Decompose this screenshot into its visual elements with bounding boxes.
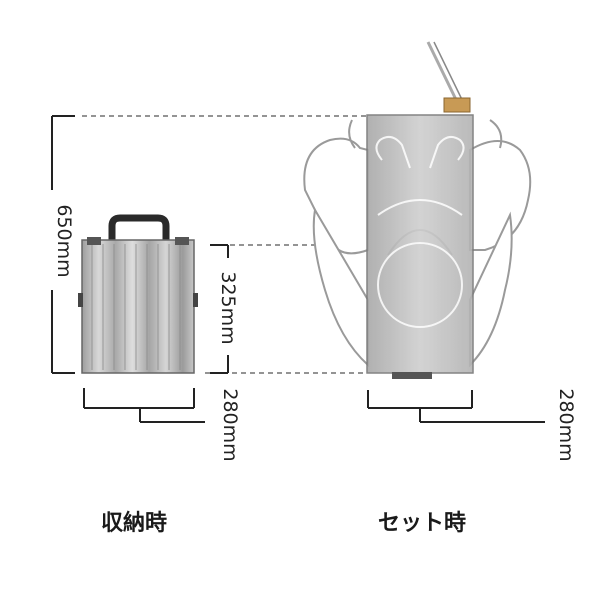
label-325mm: 325mm <box>217 271 239 344</box>
dimension-650 <box>51 115 75 374</box>
label-280mm-set: 280mm <box>555 388 577 461</box>
dimension-280-set <box>367 390 545 423</box>
caption-stored: 収納時 <box>101 510 167 536</box>
tag-icon <box>443 97 471 113</box>
case-handle-icon <box>108 214 170 243</box>
caption-set: セット時 <box>378 511 466 536</box>
dimension-280-stored <box>83 388 205 423</box>
dimension-325 <box>210 244 229 374</box>
case-body <box>81 239 195 374</box>
label-280mm-stored: 280mm <box>219 388 241 461</box>
label-650mm: 650mm <box>53 204 75 277</box>
person-overlay <box>375 135 465 328</box>
stored-case <box>78 214 198 374</box>
pole-icon <box>426 41 471 113</box>
guide-lines <box>82 115 367 374</box>
set-case <box>366 114 474 379</box>
seated-person-icon <box>303 119 532 368</box>
